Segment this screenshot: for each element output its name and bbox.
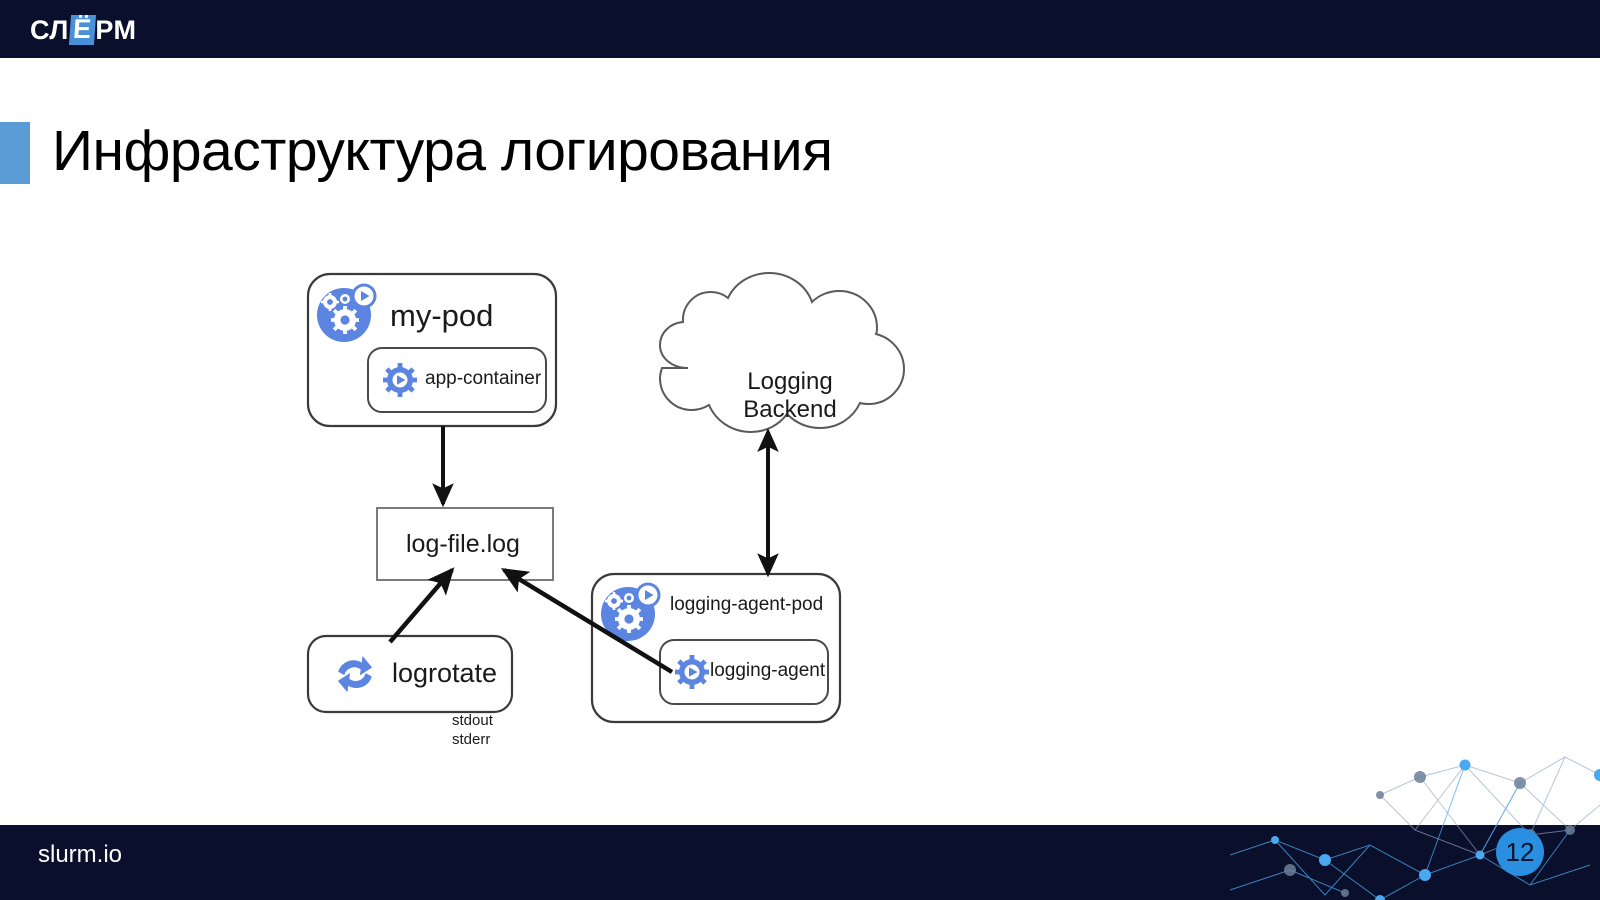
logrotate-label: logrotate [392,658,498,688]
logging-backend-label-line1: Logging [747,368,833,395]
logging-backend-label-line2: Backend [743,396,837,423]
app-container-box [367,347,547,413]
header-bar [0,0,1600,58]
logrotate-box [306,634,514,714]
edge-stdout-label: stdout [452,712,493,729]
footer-site-label: slurm.io [38,841,123,868]
k8s-pod-icon [317,283,377,342]
container-gear-icon [383,363,417,397]
log-file-box [376,507,554,581]
diagram-canvas [306,271,906,724]
logo-accent-letter: Ё [68,14,96,45]
edge-stderr-label: stderr [452,731,491,748]
rotate-arrows-icon [337,656,373,693]
logging-backend-cloud [658,271,906,434]
logo-prefix: СЛ [30,14,69,45]
logging-infrastructure-diagram: my-pod app-container stdout stderr log-f… [280,250,980,760]
logo-suffix: РМ [95,14,137,45]
app-container-label: app-container [425,368,542,389]
slide-number-badge: 12 [1496,828,1544,876]
logging-agent-pod-label: logging-agent-pod [670,594,824,615]
title-accent-bar [0,122,30,184]
footer-bar [0,825,1600,900]
my-pod-label: my-pod [390,298,494,333]
logging-agent-label: logging-agent [710,660,826,681]
edge-logrotate-to-logfile [388,567,455,644]
container-gear-icon [675,655,709,689]
log-file-label: log-file.log [406,530,520,558]
logging-agent-box [659,639,829,705]
edge-agent-to-logfile [500,568,674,674]
slurm-logo: СЛ Ё РМ [30,13,137,47]
page-title: Инфраструктура логирования [52,119,833,183]
k8s-pod-icon [601,582,661,641]
